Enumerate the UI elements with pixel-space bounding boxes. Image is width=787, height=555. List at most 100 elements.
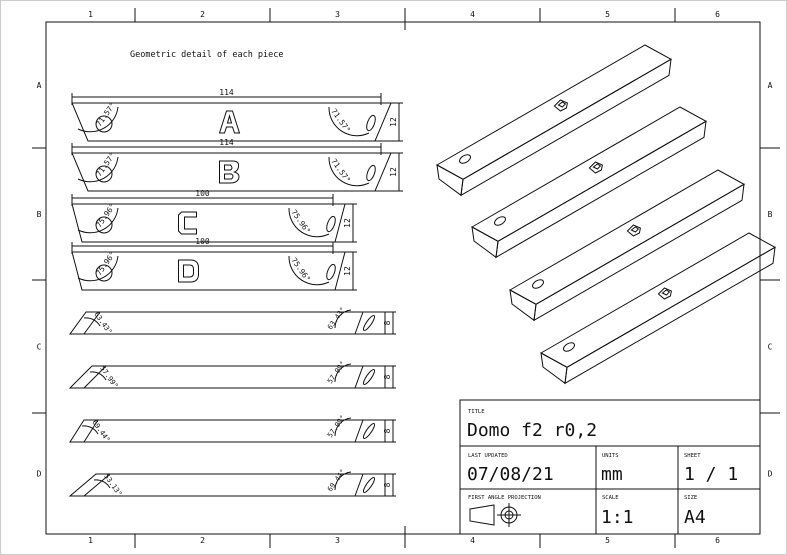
column-label: 5 xyxy=(605,536,610,545)
bar-top-face xyxy=(508,169,746,305)
section-profiles: 863.43°63.43°857.99°57.99°869.44°57.99°8… xyxy=(68,306,396,498)
cut-line xyxy=(354,473,364,497)
slot-ellipse xyxy=(366,114,376,132)
isometric-bar xyxy=(508,169,746,322)
height-label: 8 xyxy=(383,482,392,487)
angle-arc xyxy=(83,317,101,327)
updated-label: LAST UPDATED xyxy=(468,453,508,459)
left-angle-label: 57.99° xyxy=(98,365,119,390)
row-label: D xyxy=(37,470,42,479)
slot-ellipse xyxy=(362,314,376,332)
bar-end-face xyxy=(471,226,499,259)
letter-engraving xyxy=(657,287,672,300)
scale-label: SCALE xyxy=(602,495,619,501)
angle-arc xyxy=(334,417,352,437)
height-label: 8 xyxy=(383,374,392,379)
letter-engraving xyxy=(218,110,241,134)
column-label: 1 xyxy=(88,10,93,19)
angle-arc xyxy=(77,106,119,133)
bar-top-face xyxy=(539,232,777,368)
letter-engraving xyxy=(553,99,568,112)
size-value: A4 xyxy=(684,507,706,528)
slot-ellipse xyxy=(326,215,336,233)
cut-line xyxy=(83,365,107,389)
cut-line xyxy=(354,419,364,443)
slot-ellipse xyxy=(362,422,376,440)
height-label: 8 xyxy=(383,428,392,433)
column-label: 3 xyxy=(335,10,340,19)
column-label: 4 xyxy=(470,536,475,545)
length-label: 114 xyxy=(219,138,234,147)
updated-date: 07/08/21 xyxy=(467,464,554,485)
units-label: UNITS xyxy=(602,453,619,459)
hole-circle xyxy=(95,216,113,234)
row-label: A xyxy=(768,81,773,90)
letter-engraving xyxy=(219,160,240,184)
length-label: 100 xyxy=(195,237,210,246)
height-label: 12 xyxy=(343,266,352,276)
slot-ellipse xyxy=(362,476,376,494)
angle-arc xyxy=(89,371,107,381)
size-label: SIZE xyxy=(684,495,697,501)
left-angle-label: 69.44° xyxy=(90,419,111,444)
height-label: 8 xyxy=(383,320,392,325)
bar-side-face xyxy=(533,183,745,322)
slot-ellipse xyxy=(362,368,376,386)
units-value: mm xyxy=(601,464,623,485)
row-label: B xyxy=(768,210,773,219)
slot-ellipse xyxy=(326,263,336,281)
sheet-value: 1 / 1 xyxy=(684,464,738,485)
first-angle-projection-icon xyxy=(469,503,521,527)
angle-arc xyxy=(77,255,119,282)
left-angle-label: 53.13° xyxy=(102,473,123,498)
height-label: 12 xyxy=(389,117,398,127)
section-profile: 8 57.99° 57.99° xyxy=(68,360,396,390)
hole-circle xyxy=(95,115,113,133)
angle-arc xyxy=(328,106,370,137)
column-label: 2 xyxy=(200,10,205,19)
isometric-bar xyxy=(470,106,708,259)
letter-engraving xyxy=(178,259,199,283)
hole-circle xyxy=(459,154,471,164)
sheet-label: SHEET xyxy=(684,453,701,459)
length-label: 114 xyxy=(219,88,234,97)
left-angle-label: 63.43° xyxy=(92,311,113,336)
column-label: 2 xyxy=(200,536,205,545)
row-label: C xyxy=(37,343,42,352)
bar-end-face xyxy=(509,289,537,322)
left-angle-label: 71.57° xyxy=(94,101,117,128)
hole-circle xyxy=(563,342,575,352)
hole-circle xyxy=(494,216,506,226)
right-angle-label: 57.99° xyxy=(326,414,347,439)
height-label: 12 xyxy=(343,218,352,228)
cut-line xyxy=(83,419,99,443)
angle-arc xyxy=(77,156,119,183)
isometric-views xyxy=(435,44,777,385)
caption-text: Geometric detail of each piece xyxy=(130,50,284,60)
row-label: D xyxy=(768,470,773,479)
title-label: TITLE xyxy=(468,409,485,415)
bar-top-face xyxy=(470,106,708,242)
cut-line xyxy=(354,311,364,335)
height-label: 12 xyxy=(389,167,398,177)
hole-circle xyxy=(95,264,113,282)
projection-label: FIRST ANGLE PROJECTION xyxy=(468,495,541,501)
angle-arc xyxy=(77,207,119,234)
column-label: 3 xyxy=(335,536,340,545)
angle-arc xyxy=(288,207,330,238)
scale-value: 1:1 xyxy=(601,507,634,528)
cut-line xyxy=(83,473,111,497)
angle-arc xyxy=(81,425,99,435)
drawing-title: Domo f2 r0,2 xyxy=(467,420,597,441)
row-label: C xyxy=(768,343,773,352)
hole-circle xyxy=(95,165,113,183)
bar-end-face xyxy=(540,352,568,385)
right-angle-label: 57.99° xyxy=(326,360,347,385)
hole-circle xyxy=(532,279,544,289)
letter-engraving xyxy=(178,211,197,235)
